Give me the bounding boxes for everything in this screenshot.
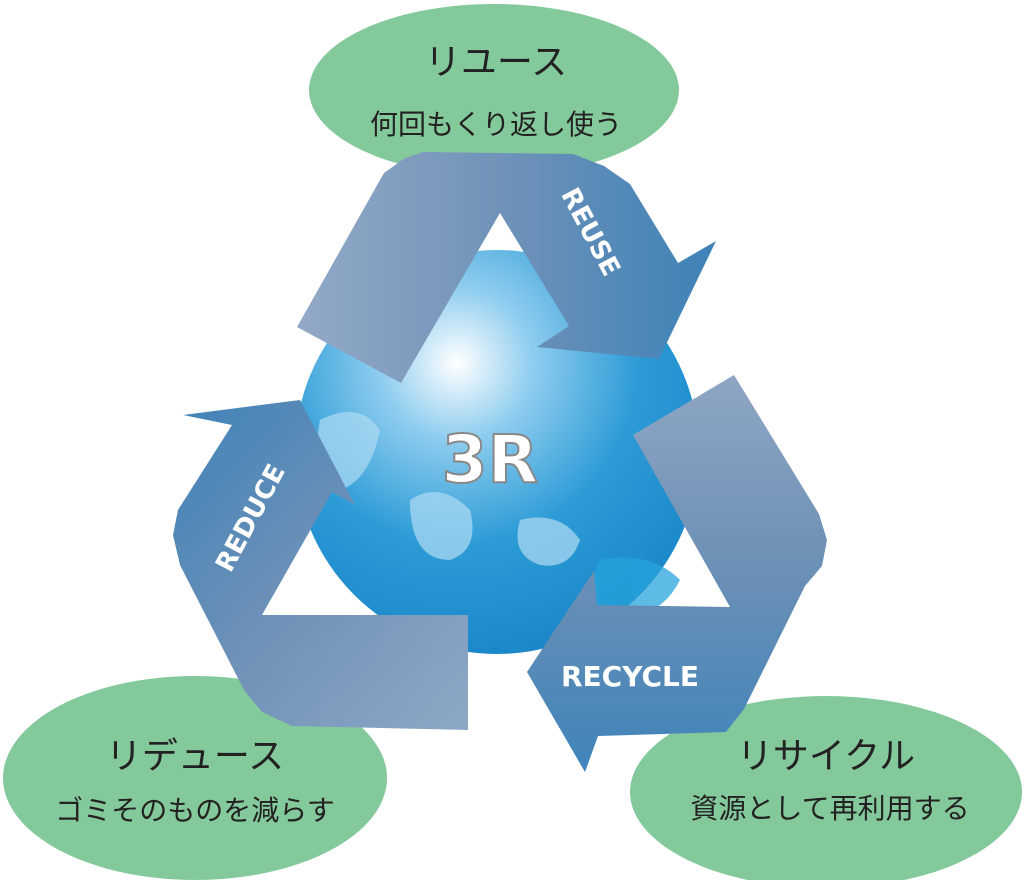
recycle-subtitle: 資源として再利用する — [690, 792, 969, 825]
reuse-subtitle: 何回もくり返し使う — [370, 108, 622, 141]
reduce-arrow — [173, 400, 468, 730]
recycle-arrow-label: RECYCLE — [561, 660, 699, 693]
recycle-bubble — [630, 696, 1022, 880]
reduce-bubble — [3, 676, 387, 880]
reuse-bubble — [309, 4, 679, 176]
center-label: 3R — [442, 421, 539, 498]
recycle-title: リサイクル — [737, 736, 915, 777]
reduce-title: リデュース — [106, 736, 284, 777]
reduce-subtitle: ゴミそのものを減らす — [55, 794, 334, 827]
recycle-arrow — [527, 375, 827, 772]
reuse-arrow — [297, 152, 716, 383]
reuse-title: リユース — [425, 42, 567, 83]
